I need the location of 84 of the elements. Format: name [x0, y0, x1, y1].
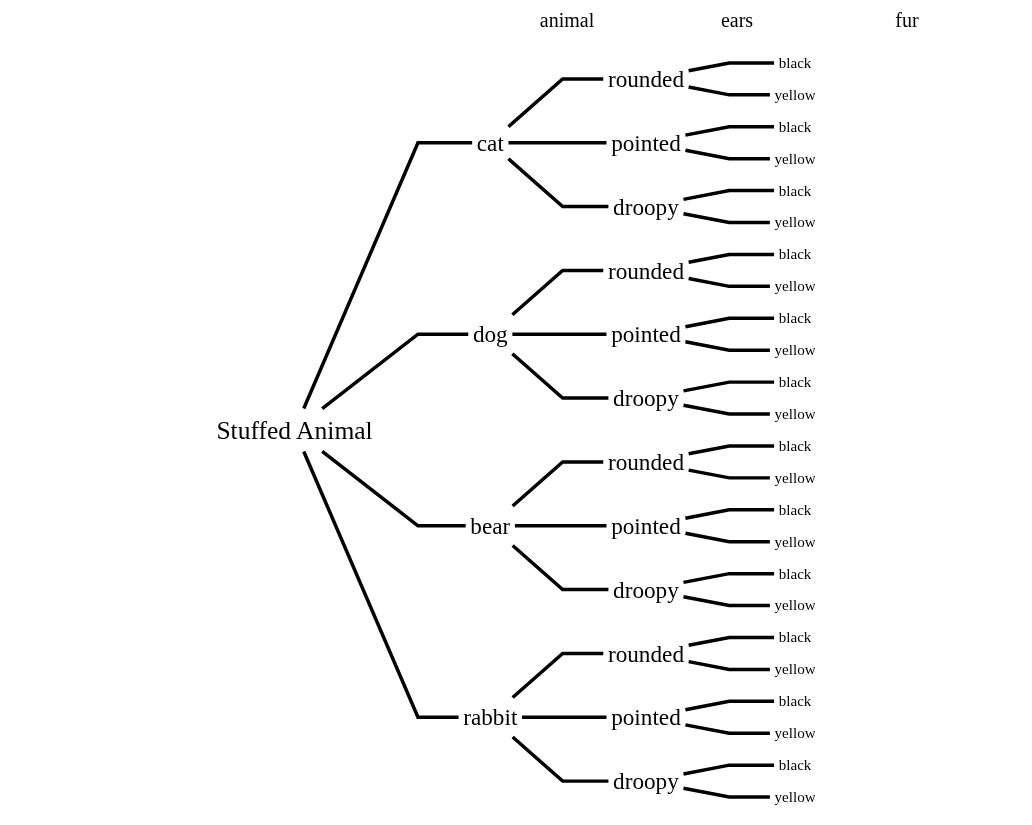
node-text: black — [778, 117, 812, 136]
connector — [683, 786, 770, 799]
node-text: yellow — [774, 724, 816, 742]
node-text: droopy — [613, 576, 679, 603]
connector — [685, 125, 775, 137]
node-text: yellow — [774, 213, 816, 231]
column-heading: ears — [719, 8, 755, 32]
connector — [302, 450, 459, 719]
connector — [683, 763, 775, 776]
connector — [688, 659, 770, 672]
connector — [688, 276, 770, 289]
node-text: black — [778, 309, 812, 327]
connector — [512, 332, 607, 336]
connector — [511, 544, 609, 592]
node-text: black — [778, 756, 812, 774]
connector — [683, 188, 775, 202]
connector — [321, 332, 469, 410]
connector — [683, 571, 775, 585]
node-text: black — [778, 53, 812, 72]
connector — [688, 85, 770, 97]
node-text: rounded — [607, 257, 684, 284]
node-text: yellow — [774, 468, 816, 487]
node-text: yellow — [774, 788, 816, 806]
column-heading: fur — [894, 8, 920, 32]
node-text: black — [778, 436, 812, 455]
node-text: bear — [470, 512, 511, 539]
connector — [511, 352, 609, 400]
column-heading: animal — [538, 8, 596, 32]
node-text: pointed — [611, 129, 681, 156]
node-text: yellow — [774, 596, 816, 614]
connector — [522, 715, 607, 719]
node-text: black — [778, 500, 812, 519]
connector — [683, 212, 770, 225]
node-text: droopy — [613, 385, 679, 411]
connector — [685, 531, 770, 544]
connector — [685, 723, 770, 735]
node-text: cat — [476, 129, 504, 156]
connector — [683, 403, 770, 416]
node-text: pointed — [611, 321, 681, 348]
node-text: rabbit — [463, 704, 518, 731]
connector — [511, 268, 604, 317]
connector — [688, 635, 775, 647]
connector — [688, 252, 775, 264]
node-text: black — [778, 564, 812, 583]
connector — [508, 141, 607, 145]
node-text: droopy — [613, 768, 679, 794]
node-text: black — [778, 245, 812, 263]
node-text: black — [778, 181, 812, 200]
node-text: pointed — [611, 512, 681, 539]
connector — [683, 595, 770, 608]
connector — [507, 157, 609, 209]
node-text: yellow — [774, 341, 816, 359]
connector — [302, 141, 473, 410]
connector — [321, 450, 466, 528]
node-text: yellow — [774, 277, 816, 295]
connector — [511, 651, 604, 699]
connector — [507, 77, 604, 128]
node-text: yellow — [774, 532, 816, 551]
node-text: rounded — [607, 66, 684, 92]
connector — [511, 735, 609, 783]
node-text: black — [778, 628, 812, 646]
connector — [688, 444, 775, 456]
node-text: black — [778, 692, 812, 710]
node-text: dog — [472, 321, 508, 348]
connector — [514, 524, 607, 528]
node-text: droopy — [613, 193, 679, 220]
connector — [683, 380, 775, 393]
node-text: yellow — [774, 660, 816, 678]
node-text: yellow — [774, 405, 816, 423]
node-text: rounded — [607, 640, 684, 667]
connector — [685, 148, 770, 161]
connector — [511, 460, 604, 508]
connector — [685, 699, 775, 712]
node-text: pointed — [611, 704, 681, 731]
node-text: Stuffed Animal — [216, 415, 373, 445]
node-text: yellow — [774, 85, 816, 104]
node-text: black — [778, 373, 812, 391]
connector — [685, 316, 775, 329]
connector — [688, 61, 775, 73]
connector — [688, 468, 770, 480]
connector — [685, 508, 775, 520]
node-text: rounded — [607, 449, 684, 475]
connector — [685, 340, 770, 352]
node-text: yellow — [774, 149, 816, 168]
